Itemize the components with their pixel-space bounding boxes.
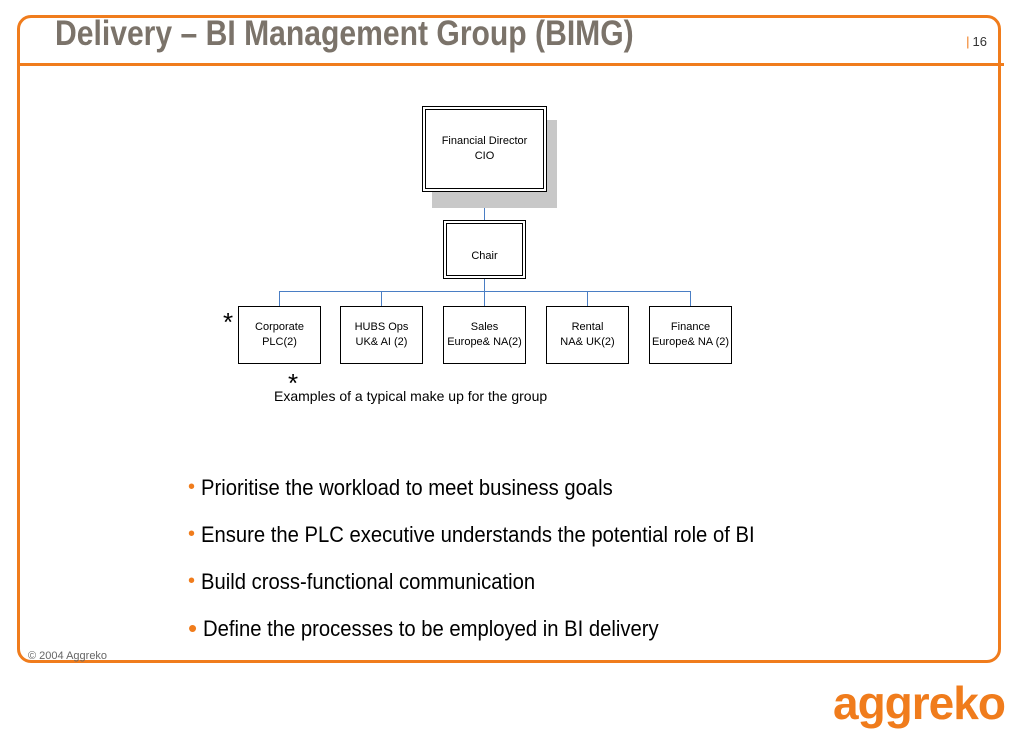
org-box-member-3: Sales Europe& NA(2) (443, 306, 526, 364)
bullet-dot-icon: • (188, 476, 196, 498)
org-box-chair: Chair (443, 220, 526, 279)
org-box-member-label: HUBS Ops UK& AI (2) (354, 321, 409, 348)
connector-chair-to-bus (484, 278, 485, 292)
org-box-financial-director-label: Financial Director CIO (441, 135, 528, 162)
slide-title: Delivery – BI Management Group (BIMG) (55, 14, 634, 53)
org-box-member-4: Rental NA& UK(2) (546, 306, 629, 364)
org-box-member-label: Rental NA& UK(2) (560, 321, 615, 348)
org-chart-note: Examples of a typical make up for the gr… (274, 388, 548, 404)
copyright-footer: © 2004 Aggreko (28, 650, 108, 662)
bullet-text: Prioritise the workload to meet business… (201, 474, 613, 500)
connector-drop-5 (690, 291, 691, 306)
page-separator: | (966, 34, 970, 49)
org-box-member-label: Corporate PLC(2) (255, 321, 304, 348)
asterisk-note-marker: * (288, 368, 299, 398)
connector-drop-1 (279, 291, 280, 306)
bullet-text: Build cross-functional communication (201, 568, 536, 594)
bullet-text: Ensure the PLC executive understands the… (201, 521, 755, 547)
org-box-chair-label: Chair (471, 250, 498, 262)
connector-drop-2 (381, 291, 382, 306)
bullet-list: •Prioritise the workload to meet busines… (188, 464, 803, 652)
org-box-member-1: Corporate PLC(2) (238, 306, 321, 364)
connector-drop-4 (587, 291, 588, 306)
connector-drop-3 (484, 291, 485, 306)
aggreko-logo: aggreko (833, 677, 1006, 729)
bullet-dot-icon: • (188, 523, 196, 545)
org-box-member-label: Finance Europe& NA (2) (651, 321, 730, 348)
bullet-dot-icon: • (188, 570, 196, 592)
page-number: |16 (966, 34, 987, 49)
bullet-item: •Define the processes to be employed in … (188, 605, 803, 652)
bullet-item: •Ensure the PLC executive understands th… (188, 511, 803, 558)
org-box-member-2: HUBS Ops UK& AI (2) (340, 306, 423, 364)
bullet-dot-icon: • (188, 613, 198, 643)
bullet-text: Define the processes to be employed in B… (203, 615, 659, 641)
org-box-financial-director: Financial Director CIO (422, 106, 547, 192)
bullet-item: •Build cross-functional communication (188, 558, 803, 605)
org-box-member-5: Finance Europe& NA (2) (649, 306, 732, 364)
title-underline (17, 63, 1004, 66)
org-box-member-label: Sales Europe& NA(2) (447, 321, 522, 348)
slide-frame (17, 15, 1001, 663)
asterisk-marker: * (223, 307, 234, 337)
bullet-item: •Prioritise the workload to meet busines… (188, 464, 803, 511)
page-number-value: 16 (972, 34, 987, 49)
